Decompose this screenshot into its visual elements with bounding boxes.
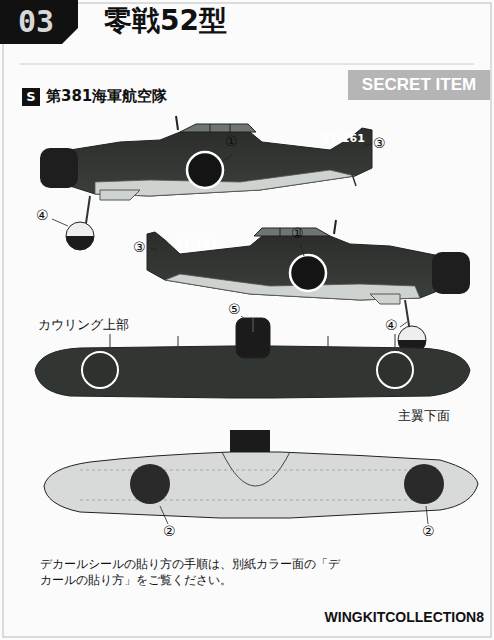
- tail-code: 81-161: [175, 238, 218, 250]
- callout-number: ③: [133, 240, 146, 255]
- callout-number: ⑤: [228, 302, 241, 317]
- instruction-note: デカールシールの貼り方の手順は、別紙カラー面の「デカールの貼り方」をご覧ください…: [40, 556, 340, 588]
- callout-number: ③: [373, 136, 386, 151]
- side-view-2: [147, 220, 470, 354]
- unit-name: 第381海軍航空隊: [46, 88, 167, 105]
- top-view: [35, 316, 470, 398]
- tail-code: 81-161: [322, 133, 365, 145]
- callout-number: ②: [422, 524, 435, 539]
- callout-number: ④: [385, 318, 398, 333]
- sheet-title: 零戦52型: [104, 6, 227, 37]
- callout-number: ②: [163, 524, 176, 539]
- series-name: WINGKITCOLLECTION8: [325, 610, 484, 625]
- secret-item-band: SECRET ITEM: [348, 70, 490, 100]
- number-badge: 03: [4, 4, 68, 39]
- callout-number: ④: [36, 208, 49, 223]
- view-label: 主翼下面: [398, 409, 450, 423]
- variant-badge: S: [22, 88, 40, 106]
- callout-number: ①: [291, 226, 304, 241]
- callout-number: ①: [225, 134, 238, 149]
- badge-text: S: [26, 90, 35, 104]
- badge-text: 03: [18, 5, 54, 38]
- badge-text: SECRET ITEM: [362, 76, 476, 95]
- bottom-view: [44, 430, 478, 524]
- side-view-1: [40, 116, 372, 250]
- view-label: カウリング上部: [38, 318, 129, 332]
